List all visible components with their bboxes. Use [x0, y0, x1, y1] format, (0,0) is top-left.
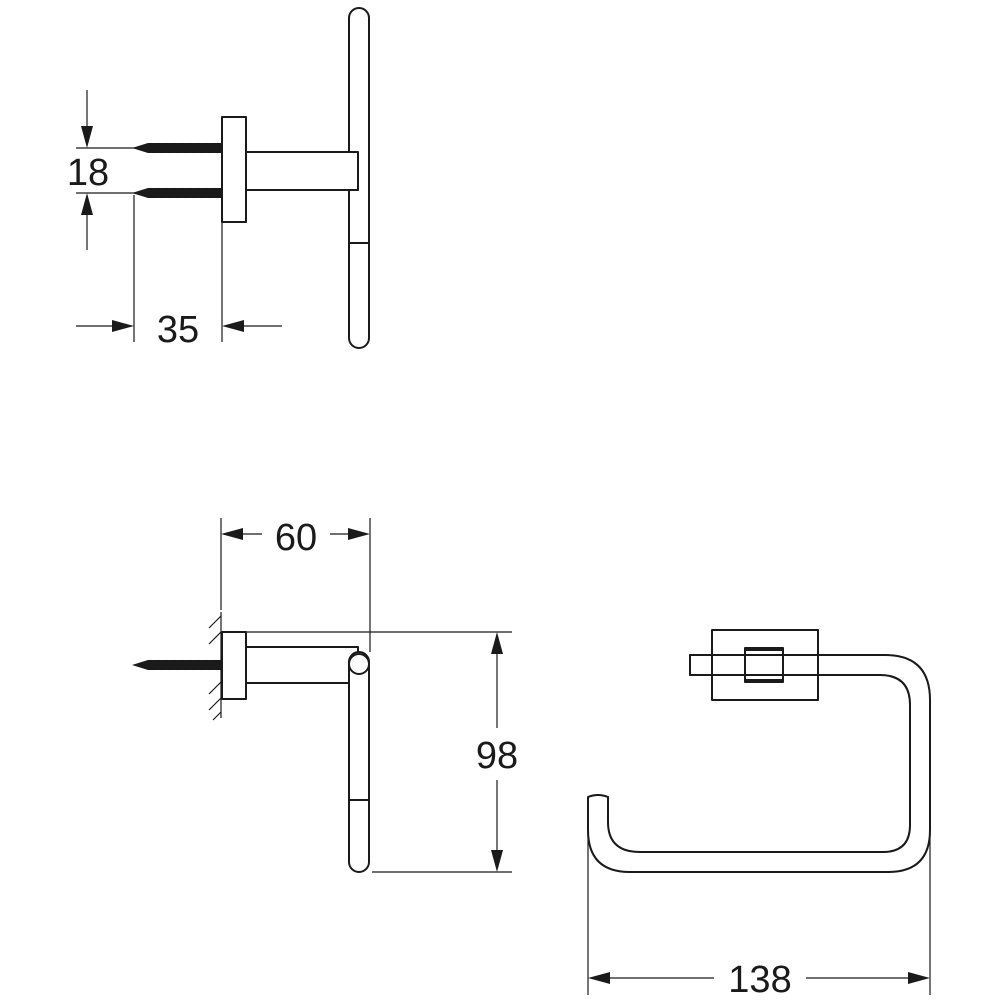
bottom-screw: [132, 659, 222, 671]
dimension-35-label: 35: [157, 309, 199, 351]
top-side-view: 18 35: [67, 7, 370, 351]
front-view: 138: [587, 629, 931, 1000]
dimension-18: 18: [67, 90, 136, 250]
dimension-60: 60: [220, 517, 371, 652]
dimension-35: 35: [76, 195, 282, 351]
top-wall-plate: [221, 116, 247, 223]
top-screw-upper: [132, 142, 222, 154]
front-hook-outer: [587, 654, 931, 873]
top-bar: [245, 151, 359, 191]
dimension-138-label: 138: [728, 959, 791, 1000]
dimension-98: 98: [246, 631, 518, 873]
bottom-bar: [245, 646, 359, 684]
dimension-98-label: 98: [476, 735, 518, 777]
bottom-arm: [348, 651, 370, 873]
dimension-18-label: 18: [67, 152, 109, 194]
bottom-wall-plate: [221, 631, 247, 700]
bottom-side-view: 60 98: [132, 517, 518, 873]
dimension-138: 138: [587, 800, 931, 1000]
front-hook-inner: [607, 674, 911, 853]
dimension-60-label: 60: [275, 517, 317, 559]
top-screw-lower: [132, 187, 222, 199]
bottom-arm-pivot: [348, 653, 370, 675]
